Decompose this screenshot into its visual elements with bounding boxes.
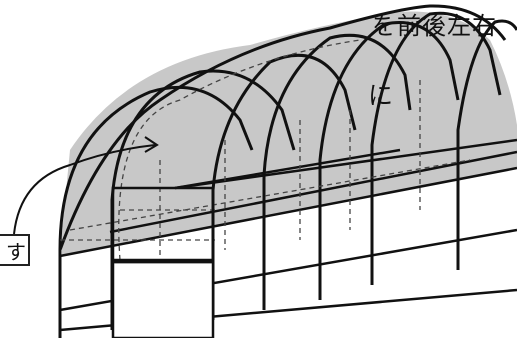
callout-label: す <box>0 234 30 266</box>
arch-hoop <box>211 53 357 320</box>
caption-line-1: を前後左右 <box>372 12 497 40</box>
callout-label-text: す <box>6 240 26 264</box>
arch-hoops <box>58 4 517 338</box>
arch-hoop <box>456 19 517 270</box>
caption-line-2: に <box>368 81 394 110</box>
arch-hoop <box>58 4 507 251</box>
front-door <box>111 186 215 338</box>
arch-hoop <box>58 85 254 338</box>
callout-arrow <box>13 136 159 235</box>
arch-hoop <box>370 11 502 285</box>
arch-hoop <box>262 33 412 310</box>
arch-hoop <box>318 21 460 300</box>
arch-hoop <box>110 69 296 330</box>
